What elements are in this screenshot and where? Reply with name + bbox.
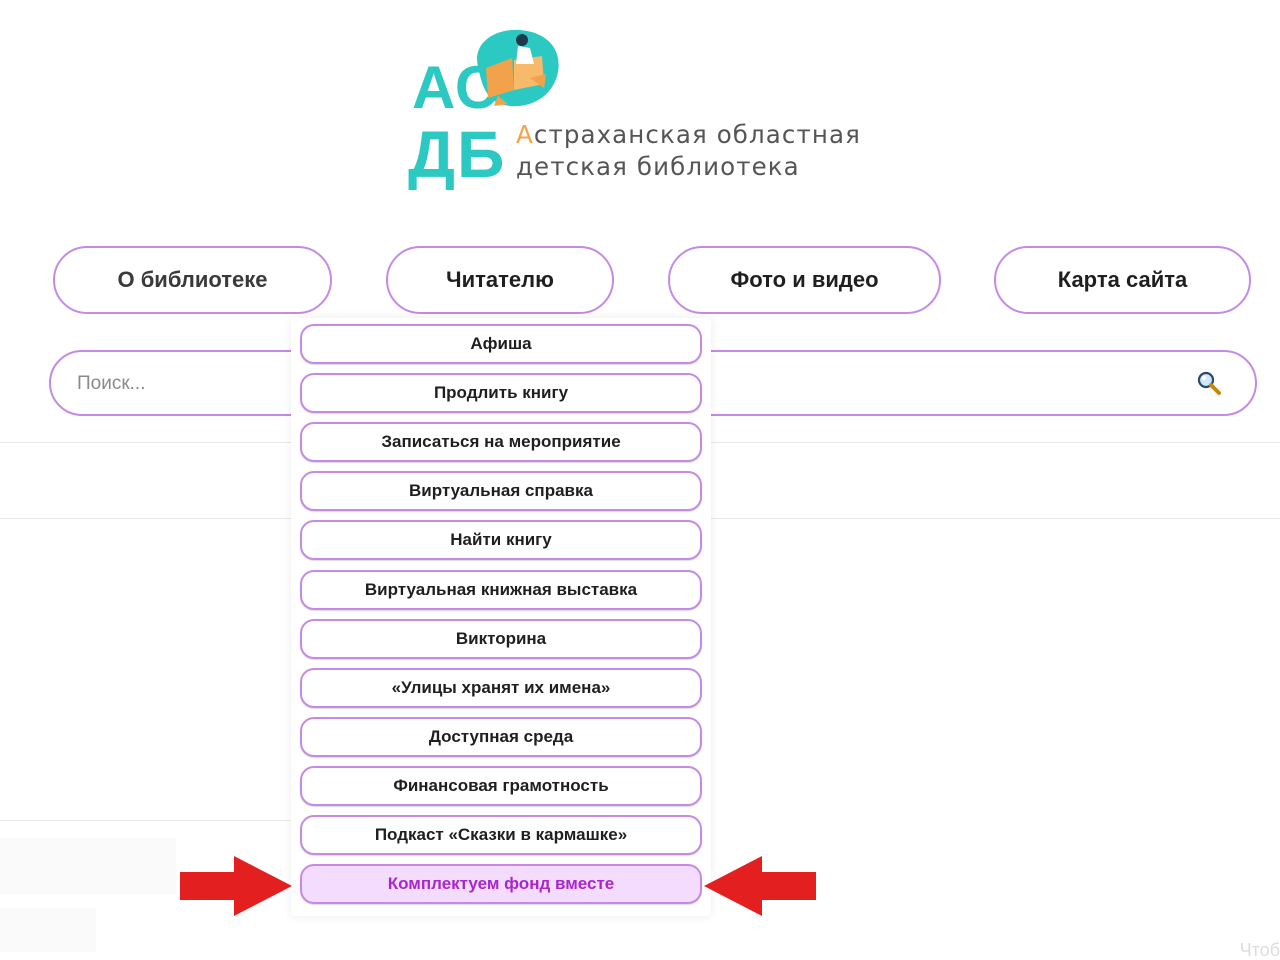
menu-item-accessible-environment[interactable]: Доступная среда: [300, 717, 702, 757]
menu-item-virtual-exhibition[interactable]: Виртуальная книжная выставка: [300, 570, 702, 610]
background-panel: [0, 838, 176, 894]
menu-item-build-collection-together[interactable]: Комплектуем фонд вместе: [300, 864, 702, 904]
page-divider: [0, 820, 300, 821]
search-input[interactable]: [75, 362, 319, 406]
nav-photo-video[interactable]: Фото и видео: [668, 246, 941, 314]
library-name-line2: детская библиотека: [516, 152, 800, 181]
menu-item-streets-keep-names[interactable]: «Улицы хранят их имена»: [300, 668, 702, 708]
background-panel: [0, 908, 96, 952]
menu-item-find-book[interactable]: Найти книгу: [300, 520, 702, 560]
red-arrow-left-icon: [704, 856, 816, 916]
reading-child-illustration-icon: [477, 29, 559, 107]
library-logo[interactable]: АС ДБ Астраханская областная детская биб…: [406, 26, 906, 194]
library-name-accent-letter: А: [516, 120, 534, 149]
menu-item-renew-book[interactable]: Продлить книгу: [300, 373, 702, 413]
nav-readers[interactable]: Читателю: [386, 246, 614, 314]
readers-dropdown-menu: Афиша Продлить книгу Записаться на мероп…: [291, 318, 711, 916]
nav-sitemap[interactable]: Карта сайта: [994, 246, 1251, 314]
menu-item-event-signup[interactable]: Записаться на мероприятие: [300, 422, 702, 462]
menu-item-financial-literacy[interactable]: Финансовая грамотность: [300, 766, 702, 806]
red-arrow-right-icon: [180, 856, 292, 916]
background-faint-text: Чтоб: [1239, 940, 1280, 960]
menu-item-afisha[interactable]: Афиша: [300, 324, 702, 364]
search-icon[interactable]: [1196, 370, 1222, 396]
menu-item-podcast[interactable]: Подкаст «Сказки в кармашке»: [300, 815, 702, 855]
library-name: Астраханская областная детская библиотек…: [516, 119, 861, 183]
menu-item-virtual-reference[interactable]: Виртуальная справка: [300, 471, 702, 511]
menu-item-quiz[interactable]: Викторина: [300, 619, 702, 659]
library-name-line1: страханская областная: [533, 120, 861, 149]
logo-mark-bottom: ДБ: [408, 117, 507, 191]
nav-about-library[interactable]: О библиотеке: [53, 246, 332, 314]
